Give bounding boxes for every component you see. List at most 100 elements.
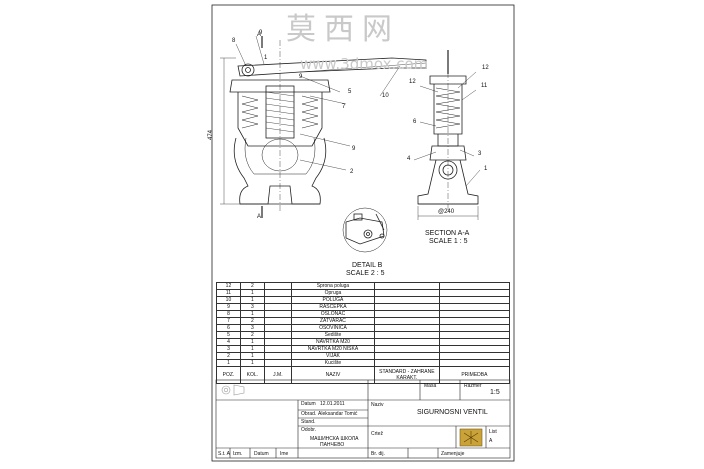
balloon: 8 (232, 38, 236, 44)
balloon: 3 (478, 151, 482, 157)
drawing-title: SIGURNOSNI VENTIL (417, 409, 488, 416)
bottom-zamenjuje: Zamenjuje (441, 451, 465, 457)
detail-scale: SCALE 2 : 5 (346, 270, 385, 277)
bom-cell-napomena (438, 331, 511, 339)
section-title: SECTION A-A (425, 230, 470, 237)
detail-title: DETAIL B (352, 262, 383, 269)
bom-cell-standard (373, 331, 440, 339)
balloon: 11 (481, 83, 488, 89)
bom-cell-naziv: RASCEPKA (291, 303, 375, 311)
school-line1: МАШИНСКА ШКОЛА (310, 436, 359, 442)
bom-cell-napomena (438, 324, 511, 332)
bom-cell-standard (373, 289, 440, 297)
section-scale: SCALE 1 : 5 (429, 238, 468, 245)
list-label: List (489, 429, 497, 435)
bom-cell-kol: 1 (239, 296, 265, 304)
bom-cell-poz: 3 (216, 345, 241, 353)
bom-cell-naziv: Sprona poluga (291, 282, 375, 290)
bom-cell-standard (373, 310, 440, 318)
bom-cell-poz: 2 (216, 352, 241, 360)
watermark-url: www.3dmox.com (300, 55, 429, 73)
watermark-chars: 莫西网 (286, 12, 400, 47)
bom-cell-naziv: NAVRTKA M20 NISKA (291, 345, 375, 353)
balloon: 4 (407, 156, 411, 162)
datum-value: 12.01.2011 (320, 401, 345, 407)
section-view (413, 50, 481, 220)
odobr-label: Odobr. (301, 427, 317, 433)
bom-cell-jm (263, 310, 293, 318)
balloon: 1 (264, 55, 268, 61)
bom-cell-napomena (438, 296, 511, 304)
bom-cell-napomena (438, 289, 511, 297)
bom-cell-napomena (438, 345, 511, 353)
razmer-label: Razmer (464, 383, 482, 389)
razmer-value: 1:5 (490, 389, 500, 396)
bom-cell-standard (373, 296, 440, 304)
height-dimension: 474 (208, 129, 215, 141)
bom-cell-kol: 1 (239, 338, 265, 346)
bom-cell-kol: 3 (239, 303, 265, 311)
balloon: 7 (342, 104, 346, 110)
bom-cell-napomena (438, 352, 511, 360)
bom-cell-jm (263, 359, 293, 367)
balloon: 2 (350, 169, 354, 175)
sheet-border (211, 4, 515, 462)
bom-cell-kol: 3 (239, 324, 265, 332)
bom-cell-naziv: POLUGA (291, 296, 375, 304)
bom-cell-naziv: Sedište (291, 331, 375, 339)
bom-header: POZ. KOL. J.M. NAZIV STANDARD - ZAHRANE … (216, 366, 511, 384)
title-block-frame (215, 379, 511, 459)
bom-cell-poz: 4 (216, 338, 241, 346)
diameter-dimension: @240 (438, 209, 455, 215)
bom-cell-standard (373, 324, 440, 332)
bom-cell-kol: 1 (239, 345, 265, 353)
bom-cell-standard (373, 282, 440, 290)
projection-symbol (221, 384, 245, 396)
col-poz: POZ. (216, 366, 241, 384)
section-mark-bottom: A (257, 214, 262, 220)
bottom-datum: Datum (254, 451, 269, 457)
bom-cell-poz: 11 (216, 289, 241, 297)
crtez-label: Crtež (371, 431, 383, 437)
rev-cell: S.t. A (218, 451, 230, 457)
bom-cell-poz: 10 (216, 296, 241, 304)
bom-cell-jm (263, 282, 293, 290)
bom-cell-kol: 1 (239, 352, 265, 360)
bom-cell-standard (373, 338, 440, 346)
bom-cell-poz: 1 (216, 359, 241, 367)
bom-cell-poz: 7 (216, 317, 241, 325)
bom-cell-jm (263, 338, 293, 346)
obrad-label: Obrad. (301, 411, 317, 417)
bom-cell-napomena (438, 303, 511, 311)
bom-cell-poz: 5 (216, 331, 241, 339)
bom-cell-standard (373, 345, 440, 353)
bom-cell-naziv: ZATVARAC (291, 317, 375, 325)
balloon: 9 (352, 146, 356, 152)
col-standard: STANDARD - ZAHRANE KARAKT. (373, 366, 440, 384)
bom-cell-jm (263, 331, 293, 339)
balloon: 9 (259, 30, 263, 36)
balloon: 1 (484, 166, 488, 172)
datum-label: Datum (301, 401, 316, 407)
bom-cell-kol: 2 (239, 331, 265, 339)
section-mark-top: A (257, 32, 262, 38)
masa-label: Masa (424, 383, 437, 389)
bom-cell-standard (373, 359, 440, 367)
bom-cell-kol: 1 (239, 289, 265, 297)
bom-cell-kol: 2 (239, 317, 265, 325)
col-jm: J.M. (263, 366, 293, 384)
bom-cell-poz: 8 (216, 310, 241, 318)
bom-cell-naziv: Opruga (291, 289, 375, 297)
balloon: 6 (413, 119, 417, 125)
bom-cell-standard (373, 352, 440, 360)
col-kol: KOL. (239, 366, 265, 384)
